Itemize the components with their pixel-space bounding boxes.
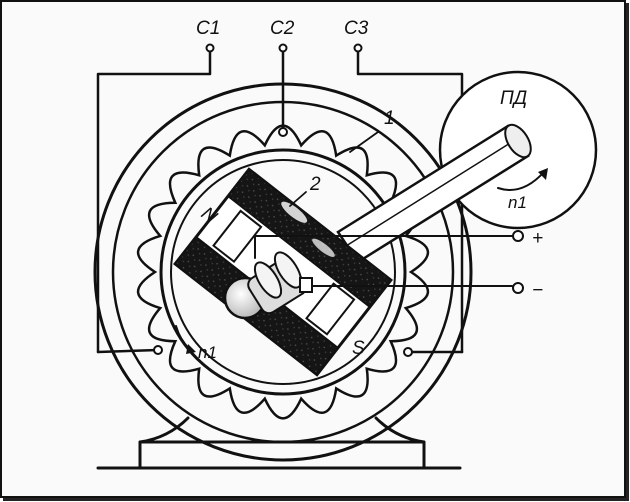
- field-winding-top: [226, 167, 393, 309]
- drive-shaft: [336, 123, 532, 264]
- terminal-c1-dot: [205, 43, 215, 53]
- stator-outer-ring: [93, 82, 473, 462]
- terminal-c3-dot: [353, 43, 363, 53]
- drive-motor: [336, 70, 598, 264]
- terminal-c2-label: C2: [270, 18, 295, 39]
- stator: [93, 82, 473, 462]
- terminal-c2-dot: [278, 43, 288, 53]
- callout-rotor: 2: [309, 174, 321, 195]
- dc-plus-label: +: [532, 228, 543, 249]
- rotor-rotation-arrow: [175, 325, 196, 354]
- pole-south-label: S: [352, 338, 365, 359]
- slip-rings: [223, 251, 313, 320]
- stator-slot-outline: [136, 124, 430, 420]
- winding-tap-top: [278, 127, 288, 137]
- terminal-c1-label: C1: [196, 18, 220, 39]
- stator-winding-ring: [111, 100, 455, 444]
- callout-leader-2: [289, 191, 307, 207]
- callout-stator: 1: [384, 108, 395, 129]
- plus-terminal: [512, 230, 524, 242]
- excitation-leads: [254, 230, 524, 294]
- terminal-leads: [96, 43, 464, 354]
- stator-bore: [159, 148, 407, 396]
- winding-tap-left: [153, 345, 163, 355]
- drive-rotation-arrow: [497, 171, 545, 191]
- minus-terminal: [512, 282, 524, 294]
- drive-speed-label: n1: [508, 193, 527, 212]
- air-gap-ring: [170, 159, 396, 385]
- terminal-c3-label: C3: [344, 18, 369, 39]
- winding-tap-right: [403, 347, 413, 357]
- dc-minus-label: −: [532, 280, 543, 301]
- rotor-speed-label: n1: [198, 343, 217, 362]
- callout-leader-1: [349, 131, 379, 153]
- drive-motor-label: ПД: [500, 88, 527, 109]
- stator-slots: [136, 124, 430, 420]
